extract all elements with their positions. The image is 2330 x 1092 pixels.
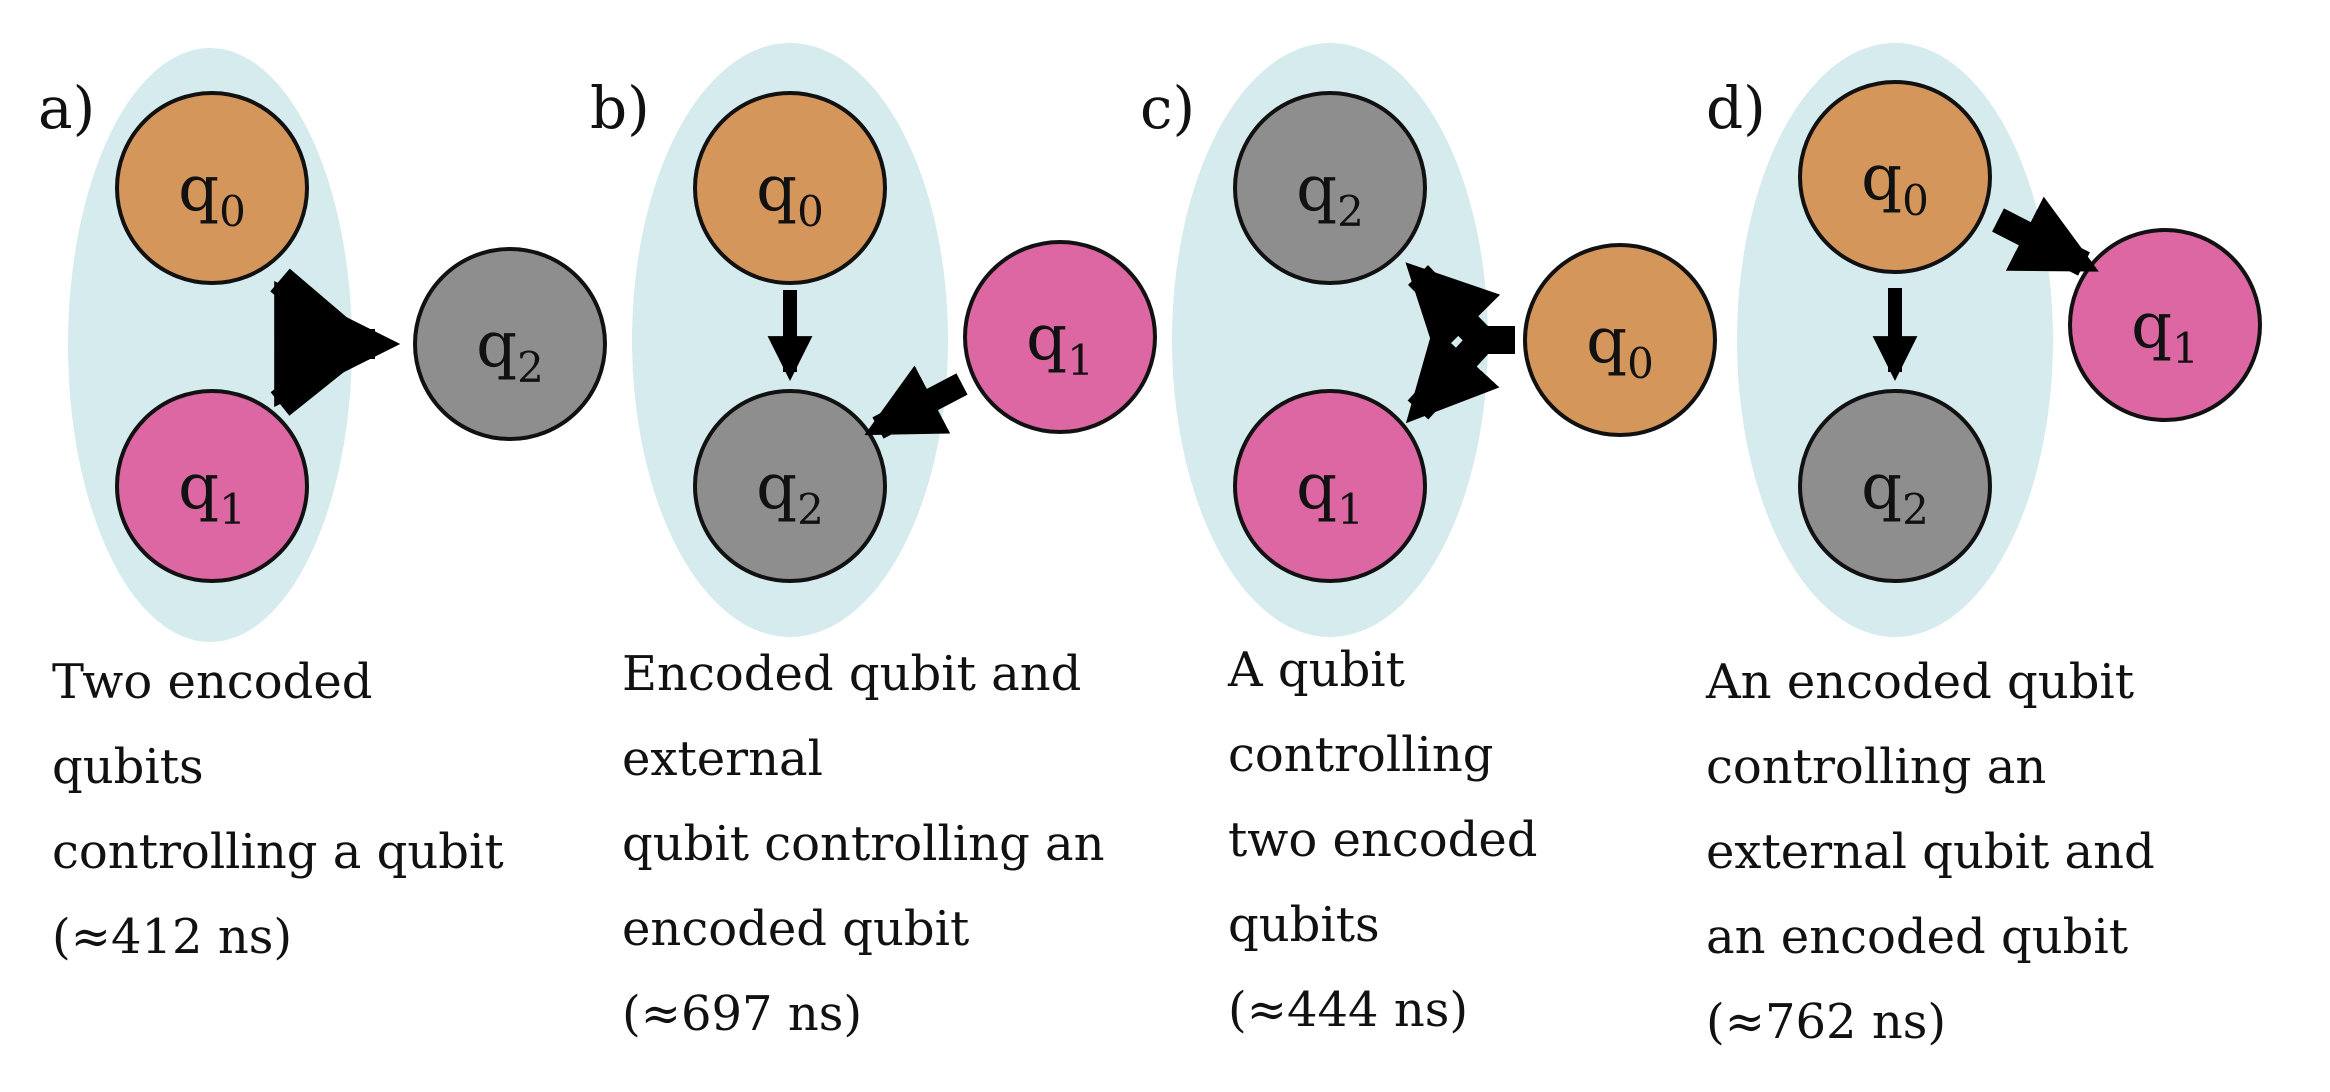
- qubit-circle: [1798, 80, 1992, 274]
- qubit-node: q1: [963, 240, 1157, 434]
- panel-c: c) q2 q1 q0: [1140, 43, 1717, 637]
- caption-line: qubits: [52, 739, 204, 795]
- qubit-label: q0: [178, 152, 246, 236]
- qubit-label: q1: [1026, 301, 1094, 385]
- caption-c: A qubit controlling two encoded qubits (…: [1228, 628, 1538, 1053]
- qubit-label: q0: [1586, 304, 1654, 388]
- qubit-label: q2: [1861, 450, 1929, 534]
- qubit-circle: [1233, 389, 1427, 583]
- caption-line: encoded qubit: [622, 901, 970, 957]
- qubit-circle: [963, 240, 1157, 434]
- caption-line: two encoded: [1228, 812, 1538, 868]
- caption-line: (≈412 ns): [52, 909, 293, 965]
- qubit-label: q0: [756, 152, 824, 236]
- qubit-node: q2: [693, 389, 887, 583]
- qubit-circle: [693, 91, 887, 285]
- panel-d: d) q0 q2 q1: [1706, 43, 2262, 637]
- qubit-circle: [413, 247, 607, 441]
- qubit-label: q1: [2131, 289, 2199, 373]
- caption-line: controlling: [1228, 727, 1494, 783]
- qubit-circle: [2068, 228, 2262, 422]
- qubit-node: q2: [1798, 389, 1992, 583]
- control-arrow: [1992, 196, 2099, 276]
- caption-line: (≈697 ns): [622, 986, 863, 1042]
- qubit-node: q2: [1233, 91, 1427, 285]
- qubit-circle: [1233, 91, 1427, 285]
- qubit-circle: [693, 389, 887, 583]
- caption-line: external qubit and: [1706, 824, 2155, 880]
- caption-line: qubits: [1228, 897, 1380, 953]
- caption-line: controlling a qubit: [52, 824, 504, 880]
- caption-line: Encoded qubit and: [622, 646, 1082, 702]
- qubit-node: q0: [1523, 243, 1717, 437]
- caption-line: (≈444 ns): [1228, 982, 1469, 1038]
- qubit-label: q1: [178, 450, 246, 534]
- panel-a: a) q0 q1 q2: [38, 48, 607, 642]
- caption-line: An encoded qubit: [1706, 654, 2135, 710]
- caption-line: A qubit: [1228, 642, 1405, 698]
- qubit-label: q0: [1861, 141, 1929, 225]
- qubit-circle: [115, 389, 309, 583]
- panel-b: b) q0 q2 q1: [590, 43, 1157, 637]
- caption-line: an encoded qubit: [1706, 909, 2129, 965]
- panel-label: c): [1140, 74, 1195, 142]
- fanout-arrow: [1405, 262, 1515, 424]
- qubit-node: q0: [693, 91, 887, 285]
- qubit-node: q0: [115, 91, 309, 285]
- qubit-node: q2: [413, 247, 607, 441]
- qubit-circle: [1798, 389, 1992, 583]
- qubit-node: q1: [2068, 228, 2262, 422]
- qubit-circle: [115, 91, 309, 285]
- qubit-node: q0: [1798, 80, 1992, 274]
- caption-d: An encoded qubit controlling an external…: [1706, 640, 2155, 1065]
- qubit-circle: [1523, 243, 1717, 437]
- caption-line: controlling an: [1706, 739, 2047, 795]
- qubit-label: q1: [1296, 450, 1364, 534]
- caption-line: (≈762 ns): [1706, 994, 1947, 1050]
- caption-line: Two encoded: [52, 654, 373, 710]
- panel-label: d): [1706, 74, 1766, 142]
- caption-a: Two encoded qubits controlling a qubit (…: [52, 640, 504, 980]
- qubit-node: q1: [1233, 389, 1427, 583]
- qubit-label: q2: [476, 308, 544, 392]
- caption-line: qubit controlling an: [622, 816, 1105, 872]
- panel-label: b): [590, 74, 650, 142]
- qubit-label: q2: [1296, 152, 1364, 236]
- merge-arrow: [270, 268, 401, 416]
- panel-label: a): [38, 74, 95, 142]
- caption-b: Encoded qubit and external qubit control…: [622, 632, 1105, 1057]
- control-arrow: [864, 365, 968, 439]
- qubit-node: q1: [115, 389, 309, 583]
- qubit-label: q2: [756, 450, 824, 534]
- caption-line: external: [622, 731, 823, 787]
